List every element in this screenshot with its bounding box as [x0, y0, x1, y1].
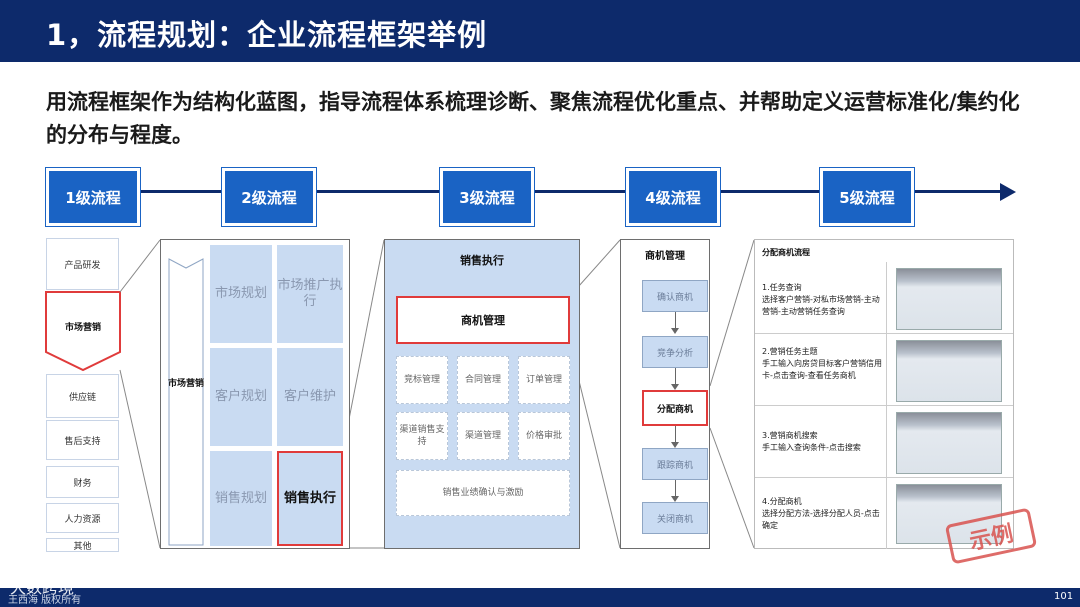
l5-row-body: 选择客户营销-对私市场营销-主动营销-主动营销任务查询 — [762, 295, 880, 316]
l2-cell: 客户维护 — [277, 348, 343, 446]
intro-text: 用流程框架作为结构化蓝图，指导流程体系梳理诊断、聚焦流程优化重点、并帮助定义运营… — [46, 90, 1020, 147]
l3-cell: 渠道销售支持 — [396, 412, 448, 460]
arrow-down-icon — [671, 442, 679, 448]
l5-row-head: 4.分配商机 — [762, 497, 802, 506]
header-bar — [0, 0, 1080, 62]
l5-title: 分配商机流程 — [762, 248, 810, 257]
l2-cell: 客户规划 — [210, 348, 272, 446]
l5-row — [755, 406, 1013, 478]
arrow-right-icon — [1000, 183, 1016, 201]
l1-item-highlight: 市场营销 — [64, 323, 101, 333]
l1-item: 财务 — [46, 466, 119, 498]
l4-step: 关闭商机 — [642, 502, 708, 534]
l5-row-body: 手工输入向房贷目标客户营销信用卡-点击查询-查看任务商机 — [762, 359, 882, 380]
l5-row-head: 1.任务查询 — [762, 283, 802, 292]
screenshot-thumbnail — [896, 268, 1002, 330]
arrow-down-line — [675, 312, 676, 330]
l3-title: 销售执行 — [460, 254, 504, 267]
l5-row — [755, 334, 1013, 406]
l1-item: 售后支持 — [46, 420, 119, 460]
l2-cell: 销售规划 — [210, 451, 272, 546]
arrow-down-icon — [671, 384, 679, 390]
l1-highlight-chevron — [45, 291, 121, 372]
arrow-down-line — [675, 480, 676, 498]
l3-cell: 竞标管理 — [396, 356, 448, 404]
l5-row-head: 3.营销商机搜索 — [762, 431, 818, 440]
l2-cell-highlight: 销售执行 — [277, 451, 343, 546]
page-title: 1，流程规划：企业流程框架举例 — [46, 18, 488, 52]
level-3-box: 3级流程 — [439, 167, 535, 227]
l5-row-body: 手工输入查询条件-点击搜索 — [762, 443, 861, 452]
arrow-down-icon — [671, 328, 679, 334]
l4-step: 确认商机 — [642, 280, 708, 312]
arrow-down-line — [675, 368, 676, 386]
l3-highlight-box: 商机管理 — [396, 296, 570, 344]
l5-row-head: 2.营销任务主题 — [762, 347, 818, 356]
arrow-down-line — [675, 426, 676, 444]
l4-step: 竞争分析 — [642, 336, 708, 368]
l2-side-banner — [168, 258, 204, 546]
footer-bar — [0, 588, 1080, 607]
screenshot-thumbnail — [896, 484, 1002, 544]
l1-item: 人力资源 — [46, 503, 119, 533]
level-2-box: 2级流程 — [221, 167, 317, 227]
l2-side-label: 市场营销 — [168, 379, 205, 389]
level-1-box: 1级流程 — [45, 167, 141, 227]
level-4-box: 4级流程 — [625, 167, 721, 227]
watermark-logo: 大数跨境 — [10, 578, 75, 597]
l2-cell: 市场推广执行 — [277, 245, 343, 343]
l3-cell: 渠道管理 — [457, 412, 509, 460]
page-number: 101 — [1054, 591, 1074, 602]
l4-step-highlight: 分配商机 — [642, 390, 708, 426]
l4-title: 商机管理 — [645, 251, 685, 262]
l1-item: 供应链 — [46, 374, 119, 418]
arrow-down-icon — [671, 496, 679, 502]
l3-cell: 合同管理 — [457, 356, 509, 404]
copyright-text: 王西海 版权所有 — [8, 595, 82, 606]
l4-step: 跟踪商机 — [642, 448, 708, 480]
l3-cell-wide: 销售业绩确认与激励 — [396, 470, 570, 516]
l5-row — [755, 262, 1013, 334]
level-5-box: 5级流程 — [819, 167, 915, 227]
l5-row-body: 选择分配方法-选择分配人员-点击确定 — [762, 509, 880, 530]
l2-cell: 市场规划 — [210, 245, 272, 343]
l3-cell: 订单管理 — [518, 356, 570, 404]
screenshot-thumbnail — [896, 340, 1002, 402]
screenshot-thumbnail — [896, 412, 1002, 474]
l1-item: 产品研发 — [46, 238, 119, 290]
l3-cell: 价格审批 — [518, 412, 570, 460]
l1-item: 其他 — [46, 538, 119, 552]
